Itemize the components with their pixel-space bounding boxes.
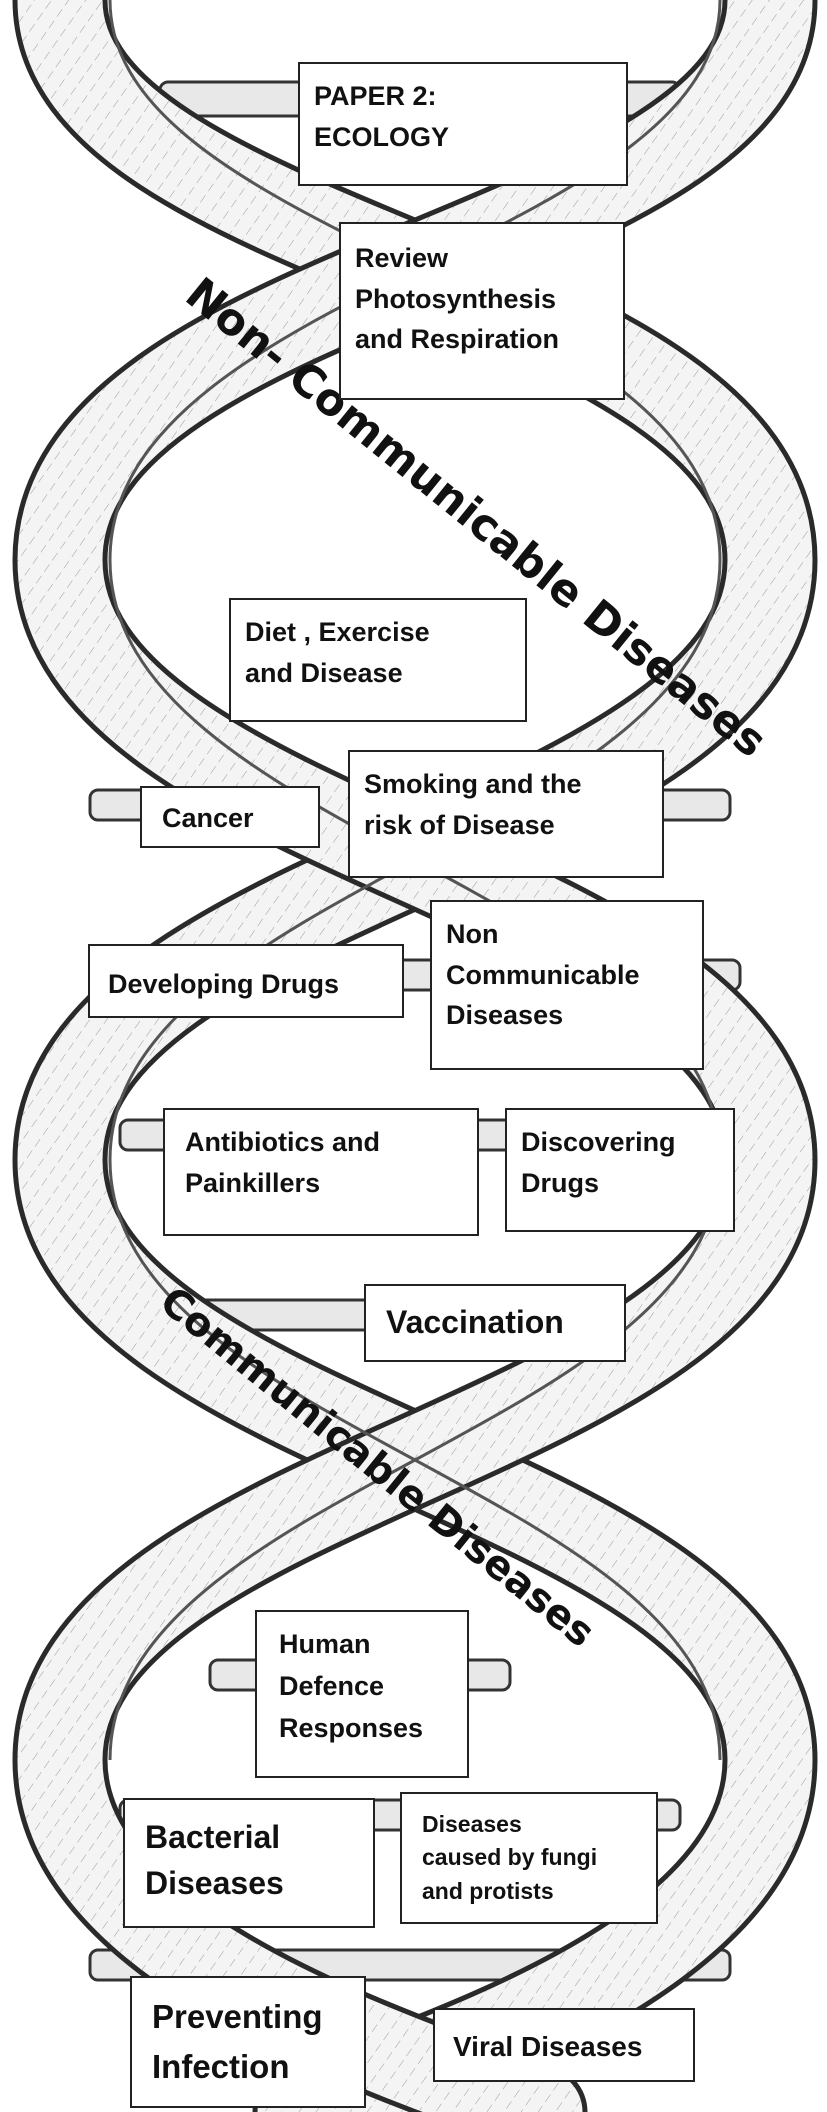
topic-label: Developing Drugs: [108, 964, 384, 1005]
title-box: PAPER 2: ECOLOGY: [298, 62, 628, 186]
topic-bacterial-diseases[interactable]: Bacterial Diseases: [123, 1798, 375, 1928]
topic-label: Bacterial Diseases: [145, 1814, 353, 1907]
topic-label: Viral Diseases: [453, 2026, 675, 2068]
topic-discovering-drugs[interactable]: Discovering Drugs: [505, 1108, 735, 1232]
topic-diet-exercise[interactable]: Diet , Exercise and Disease: [229, 598, 527, 722]
topic-label: Preventing Infection: [152, 1992, 344, 2091]
topic-label: Smoking and the risk of Disease: [364, 764, 648, 845]
topic-label: Review Photosynthesis and Respiration: [355, 238, 609, 360]
topic-label: Diet , Exercise and Disease: [245, 612, 511, 693]
topic-review-photosynthesis[interactable]: Review Photosynthesis and Respiration: [339, 222, 625, 400]
title-text: PAPER 2: ECOLOGY: [314, 76, 612, 157]
topic-antibiotics[interactable]: Antibiotics and Painkillers: [163, 1108, 479, 1236]
topic-human-defence[interactable]: Human Defence Responses: [255, 1610, 469, 1778]
topic-label: Human Defence Responses: [279, 1624, 445, 1750]
topic-smoking[interactable]: Smoking and the risk of Disease: [348, 750, 664, 878]
topic-preventing-infection[interactable]: Preventing Infection: [130, 1976, 366, 2108]
topic-label: Cancer: [162, 798, 298, 839]
topic-label: Diseases caused by fungi and protists: [422, 1808, 636, 1908]
topic-label: Vaccination: [386, 1300, 604, 1345]
topic-developing-drugs[interactable]: Developing Drugs: [88, 944, 404, 1018]
topic-non-communicable[interactable]: Non Communicable Diseases: [430, 900, 704, 1070]
topic-fungi-protists[interactable]: Diseases caused by fungi and protists: [400, 1792, 658, 1924]
topic-viral-diseases[interactable]: Viral Diseases: [433, 2008, 695, 2082]
topic-label: Non Communicable Diseases: [446, 914, 688, 1036]
topic-label: Discovering Drugs: [521, 1122, 719, 1203]
topic-cancer[interactable]: Cancer: [140, 786, 320, 848]
topic-label: Antibiotics and Painkillers: [185, 1122, 457, 1203]
topic-vaccination[interactable]: Vaccination: [364, 1284, 626, 1362]
